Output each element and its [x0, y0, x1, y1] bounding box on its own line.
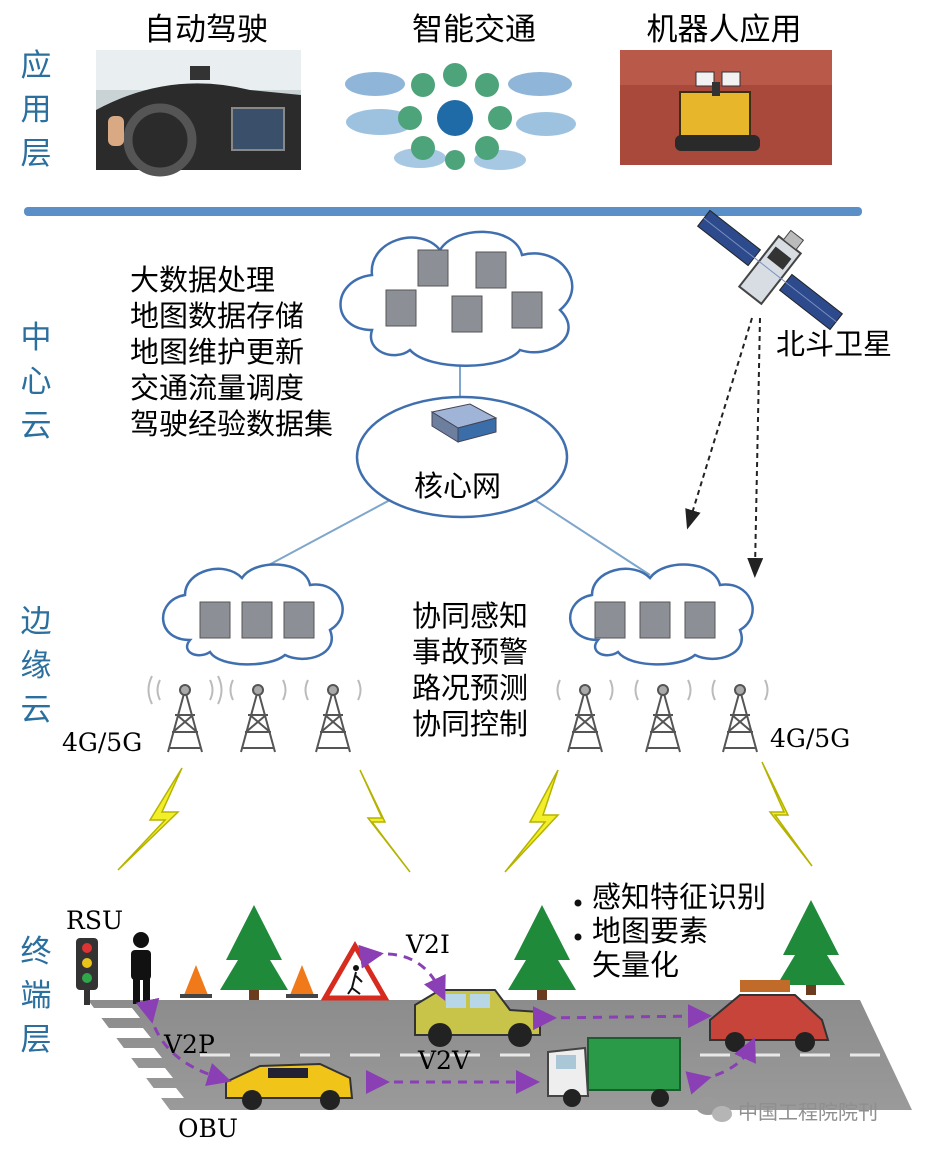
autonomous-driving-photo [96, 50, 301, 177]
layer-label-terminal-text: 终端层 [20, 934, 52, 1058]
tree-icon [220, 905, 288, 1000]
center-task-item: 地图数据存储 [130, 299, 305, 333]
layer-label-center-cloud-text: 中心云 [20, 320, 52, 444]
edge-task-item: 协同控制 [412, 707, 529, 741]
layer-label-terminal: 终端层 [18, 930, 54, 1062]
center-task-item: 驾驶经验数据集 [130, 407, 334, 441]
center-task-item: 交通流量调度 [130, 371, 305, 405]
layer-label-application: 应用层 [18, 44, 54, 176]
layer-label-edge-cloud: 边缘云 [18, 600, 54, 732]
edge-cloud-left-icon [161, 563, 344, 666]
cell-tower-icon [304, 679, 362, 753]
terminal-task-item: 矢量化 [592, 948, 680, 982]
bullet-dot [574, 899, 582, 907]
satellite-label: 北斗卫星 [776, 327, 893, 361]
link-line [249, 499, 391, 576]
traffic-light-icon [76, 938, 98, 1005]
cell-tower-icon [556, 679, 614, 753]
tree-icon [508, 905, 576, 1000]
cell-tower-icon [229, 679, 287, 753]
edge-task-list: 协同感知 事故预警 路况预测 协同控制 [412, 598, 528, 742]
lightning-icon [359, 769, 411, 873]
core-network-label: 核心网 [414, 469, 502, 503]
v2p-arrow [135, 997, 232, 1087]
bullet-dot [574, 933, 582, 941]
robot-photo [620, 50, 832, 165]
cell-tower-icon [147, 675, 223, 753]
layer-label-edge-cloud-text: 边缘云 [20, 604, 52, 728]
edge-task-item: 事故预警 [412, 635, 529, 669]
app-title-robot: 机器人应用 [646, 12, 802, 48]
terminal-task-item: 感知特征识别 [592, 880, 767, 914]
v2i-label: V2I [406, 930, 450, 959]
traffic-cone-icon [180, 965, 212, 998]
truck-icon [547, 1037, 681, 1107]
layer-label-application-text: 应用层 [20, 48, 52, 172]
cell-tower-icon [634, 679, 692, 753]
network-label-left: 4G/5G [62, 728, 143, 757]
satellite-icon [696, 209, 844, 331]
edge-task-item: 协同感知 [412, 599, 529, 633]
satellite-signal-arrow [685, 317, 753, 530]
cell-tower-icon [711, 679, 769, 753]
app-title-autonomous-driving: 自动驾驶 [144, 12, 268, 48]
terminal-task-item: 地图要素 [592, 914, 709, 948]
obu-label: OBU [178, 1114, 238, 1143]
pedestrian-icon [131, 932, 151, 1004]
layer-label-center-cloud: 中心云 [18, 316, 54, 448]
rsu-label: RSU [66, 906, 124, 935]
layer-divider [24, 207, 862, 216]
v2p-label: V2P [164, 1030, 215, 1059]
tree-icon [777, 900, 845, 995]
edge-task-item: 路况预测 [412, 671, 529, 705]
v2v-arrow [685, 1037, 756, 1095]
center-task-item: 地图维护更新 [130, 335, 305, 369]
lightning-icon [504, 769, 560, 873]
edge-cloud-right-icon [569, 563, 754, 666]
center-task-list: 大数据处理 地图数据存储 地图维护更新 交通流量调度 驾驶经验数据集 [130, 262, 333, 442]
center-task-item: 大数据处理 [130, 263, 276, 297]
server-rack-icon [385, 249, 543, 333]
jeep-icon [414, 989, 541, 1047]
router-icon [430, 403, 498, 443]
lightning-icon [117, 767, 183, 871]
v2i-arrow [358, 944, 446, 1001]
v2v-label: V2V [418, 1046, 471, 1075]
lightning-icon [761, 761, 813, 867]
watermark-text: 中国工程院院刊 [738, 1100, 878, 1124]
network-label-right: 4G/5G [770, 724, 851, 753]
v2v-arrow [532, 1004, 712, 1031]
wechat-icon [696, 1097, 732, 1122]
traffic-cone-icon [286, 965, 318, 998]
sports-car-icon [225, 1062, 354, 1110]
link-line [534, 499, 651, 576]
intelligent-traffic-diagram [338, 52, 576, 170]
satellite-signal-arrow [747, 317, 764, 578]
core-network-ellipse [355, 395, 569, 519]
app-title-intelligent-traffic: 智能交通 [412, 12, 536, 48]
terminal-task-list: 感知特征识别 地图要素 矢量化 [592, 880, 766, 982]
